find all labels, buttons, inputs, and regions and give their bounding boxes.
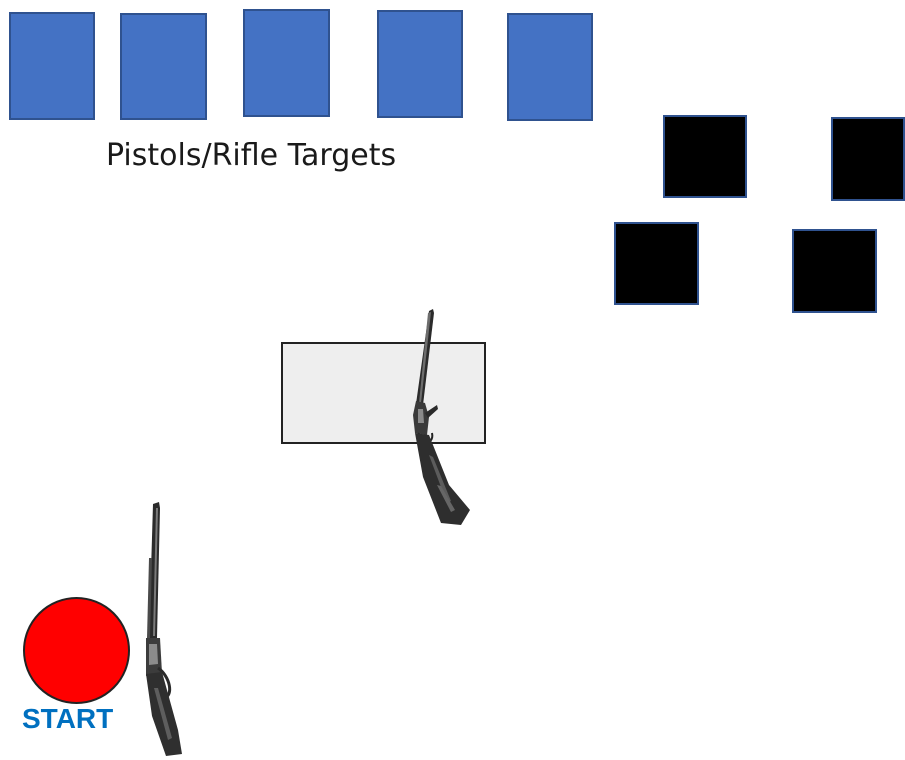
steel-target-2 bbox=[831, 117, 905, 201]
paper-target-1 bbox=[9, 12, 95, 120]
steel-target-4 bbox=[792, 229, 877, 313]
targets-label: Pistols/Rifle Targets bbox=[106, 138, 396, 173]
steel-target-3 bbox=[614, 222, 699, 305]
paper-target-2 bbox=[120, 13, 207, 120]
paper-target-4 bbox=[377, 10, 463, 118]
paper-target-3 bbox=[243, 9, 330, 117]
paper-target-5 bbox=[507, 13, 593, 121]
lever-action-rifle-icon bbox=[130, 498, 195, 760]
shotgun-icon bbox=[385, 305, 485, 530]
start-position bbox=[23, 597, 130, 704]
steel-target-1 bbox=[663, 115, 747, 198]
start-label: START bbox=[22, 703, 113, 735]
